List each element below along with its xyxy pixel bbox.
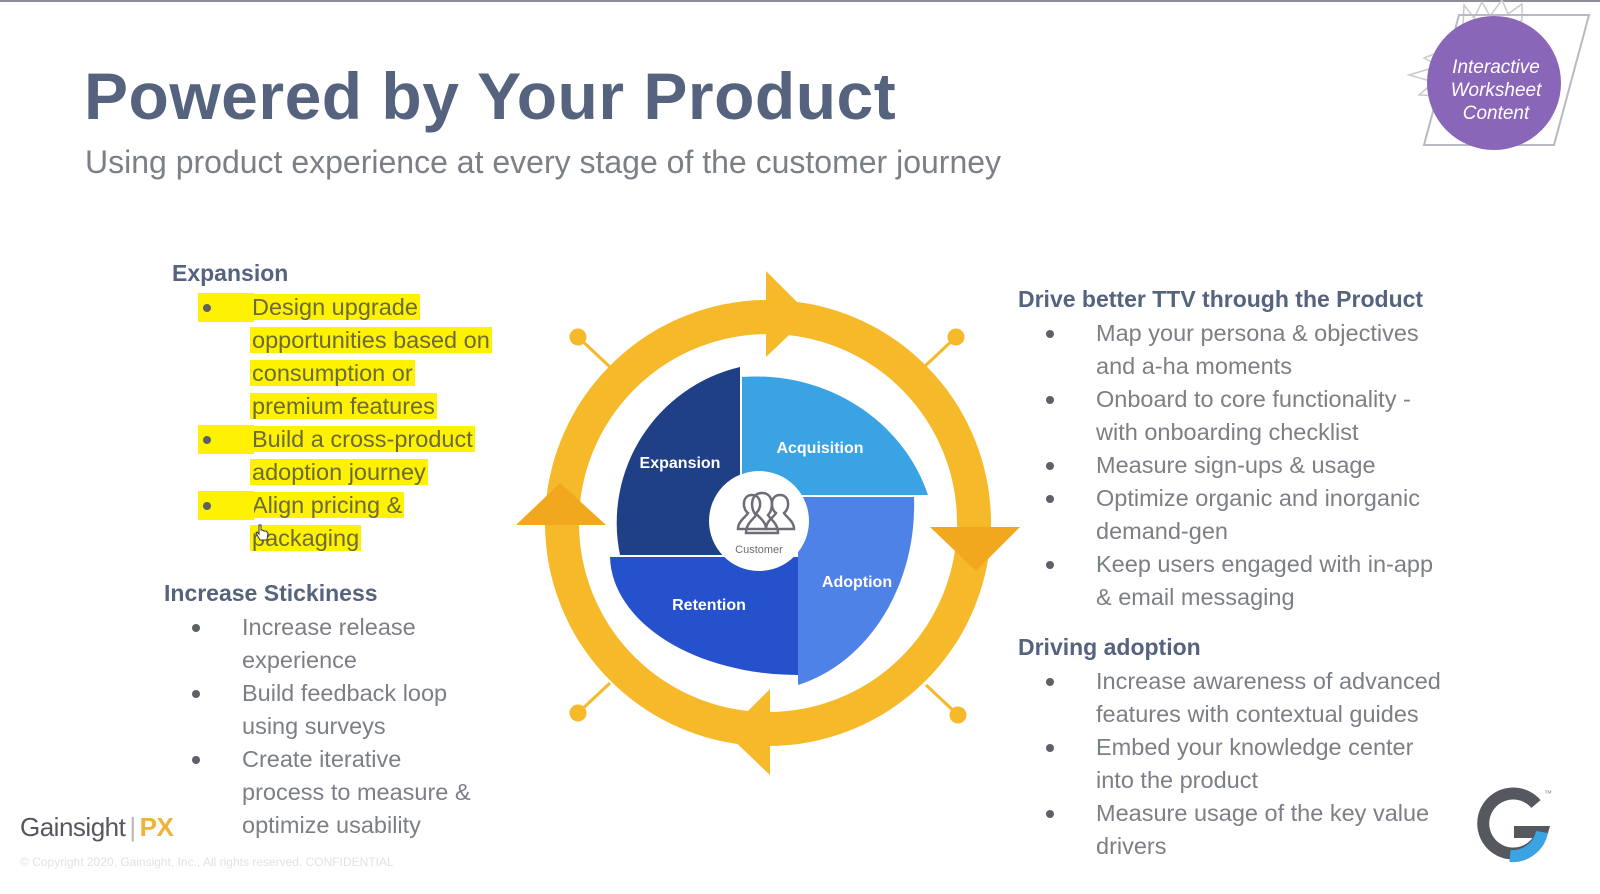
list-item: Measure sign-ups & usage <box>1018 449 1578 482</box>
badge-label: Interactive Worksheet Content <box>1450 57 1542 124</box>
list-item: Design upgrade opportunities based on co… <box>198 291 542 423</box>
expansion-heading: Expansion <box>172 260 289 286</box>
gainsight-px-logo: Gainsight|PX <box>20 812 174 842</box>
segment-adoption <box>798 497 915 685</box>
list-item: Keep users engaged with in-app& email me… <box>1018 548 1578 614</box>
interactive-worksheet-badge <box>1406 0 1591 150</box>
arrow-left-icon <box>726 689 770 775</box>
segment-label-retention: Retention <box>672 597 746 614</box>
hand-cursor-icon <box>255 524 269 541</box>
stickiness-list: Increase release experience Build feedba… <box>164 611 534 842</box>
list-item: Align pricing & packaging <box>198 489 542 555</box>
segment-label-expansion: Expansion <box>640 455 721 472</box>
slide-subtitle: Using product experience at every stage … <box>85 144 1002 180</box>
segment-acquisition <box>742 376 928 495</box>
list-item: Build a cross-product adoption journey <box>198 423 542 489</box>
adoption-heading: Driving adoption <box>1018 634 1201 660</box>
ttv-section: Drive better TTV through the Product Map… <box>1018 286 1578 614</box>
stickiness-heading: Increase Stickiness <box>164 580 378 606</box>
list-item: Create iterative process to measure & op… <box>164 743 534 842</box>
segment-expansion <box>616 367 740 555</box>
list-item: Onboard to core functionality -with onbo… <box>1018 383 1578 449</box>
copyright-notice: © Copyright 2020, Gainsight, Inc., All r… <box>20 855 394 869</box>
top-border <box>0 0 1600 2</box>
svg-text:™: ™ <box>1544 789 1552 798</box>
customers-icon <box>736 491 796 535</box>
expansion-list: Design upgrade opportunities based on co… <box>198 291 542 555</box>
brand-name: Gainsight <box>20 812 126 842</box>
list-item: Increase release experience <box>164 611 534 677</box>
connector-pins <box>569 328 967 724</box>
arrow-right-icon <box>766 271 810 357</box>
arrow-down-icon <box>930 527 1020 571</box>
product-name: PX <box>139 812 174 842</box>
arrow-up-icon <box>516 483 606 525</box>
segment-label-adoption: Adoption <box>822 574 892 591</box>
expansion-section: Expansion Design upgrade opportunities b… <box>172 260 542 555</box>
list-item: Build feedback loop using surveys <box>164 677 534 743</box>
customer-hub <box>709 471 809 571</box>
segment-retention <box>610 557 798 675</box>
slide-title: Powered by Your Product <box>84 59 897 133</box>
gainsight-g-logo-icon: ™ <box>1477 787 1552 863</box>
customer-label: Customer <box>735 544 783 556</box>
segment-label-acquisition: Acquisition <box>776 440 863 457</box>
ttv-heading: Drive better TTV through the Product <box>1018 286 1424 312</box>
stickiness-section: Increase Stickiness Increase release exp… <box>164 580 534 842</box>
customer-journey-diagram: Expansion Acquisition Adoption Retention… <box>516 271 1020 775</box>
adoption-section: Driving adoption Increase awareness of a… <box>1018 634 1578 863</box>
